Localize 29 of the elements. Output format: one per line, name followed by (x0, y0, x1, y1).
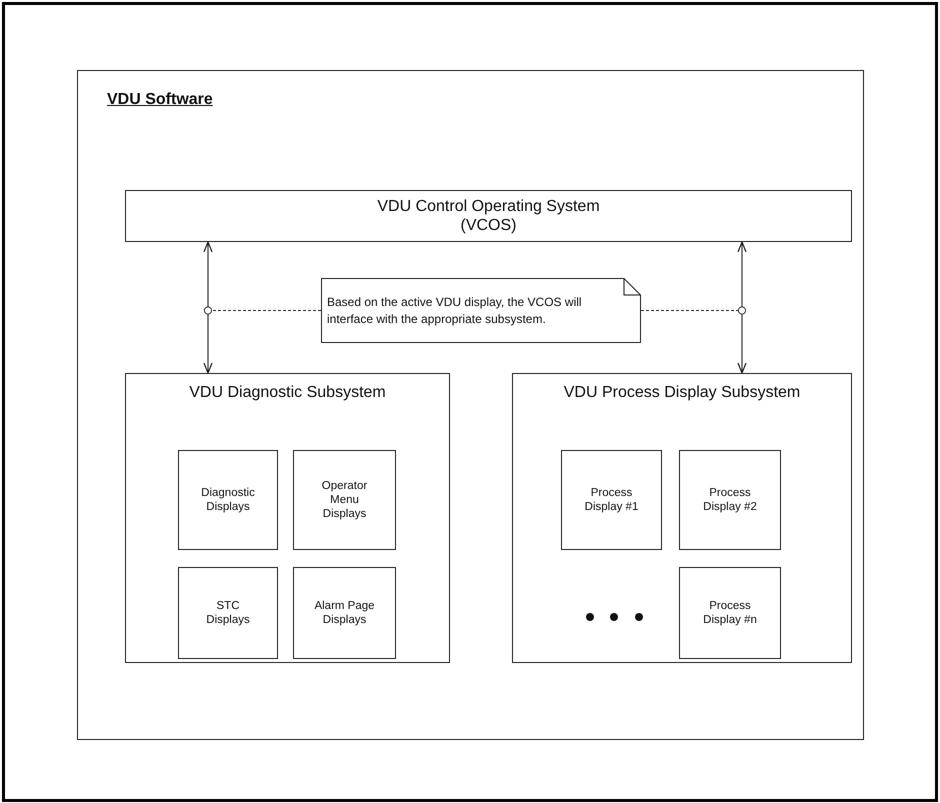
subsystem-box (125, 373, 450, 663)
arrow (203, 241, 213, 374)
box-label: Alarm Page Displays (313, 599, 376, 627)
box-label: VDU Control Operating System (376, 197, 601, 216)
frame-heading: VDU Software (107, 91, 213, 109)
box-label: Operator Menu Displays (320, 479, 368, 521)
system-box (125, 190, 852, 242)
box-label: VDU Diagnostic Subsystem (188, 384, 387, 402)
box-label: Process Display #2 (702, 486, 758, 514)
box-label: STC Displays (205, 599, 251, 627)
display-box (679, 450, 781, 550)
software-frame (77, 70, 864, 740)
subsystem-box (512, 373, 852, 663)
display-box (293, 567, 396, 659)
box-label: Process Display #1 (584, 486, 640, 514)
abbreviation-label: (VCOS) (460, 216, 518, 235)
note-connector (204, 306, 322, 315)
display-box (178, 567, 278, 659)
box-label: Process Display #n (702, 599, 758, 627)
note-connector (640, 306, 746, 315)
display-box (561, 450, 662, 550)
display-box (679, 567, 781, 659)
display-box (293, 450, 396, 550)
box-label: Diagnostic Displays (200, 486, 256, 514)
note-box (321, 278, 641, 343)
arrow (737, 241, 747, 374)
box-label: VDU Process Display Subsystem (562, 384, 802, 402)
note-text: Based on the active VDU display, the VCOS will interface with the appropriate subsystem. (327, 294, 583, 328)
display-box (178, 450, 278, 550)
